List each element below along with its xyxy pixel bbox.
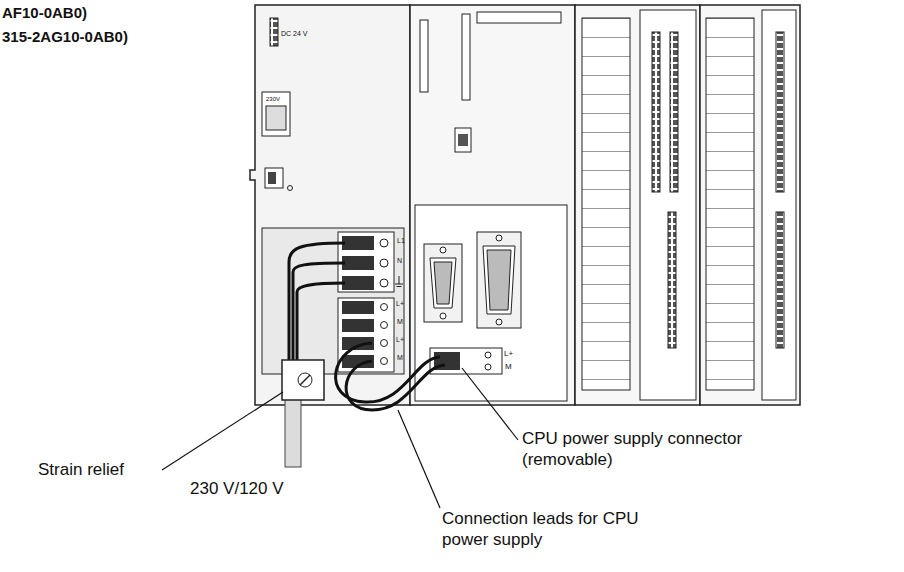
terminal-name: L+ bbox=[396, 336, 404, 345]
terminal-name: L+ bbox=[396, 300, 404, 309]
cpu-module bbox=[336, 5, 575, 410]
callout-label: Strain relief bbox=[38, 459, 124, 480]
voltage-marking: DC 24 V bbox=[281, 30, 307, 39]
callout-label: Connection leads for CPU power supply bbox=[442, 508, 657, 551]
terminal-name: M bbox=[505, 362, 512, 372]
leader-lines bbox=[162, 368, 518, 508]
terminal-name: L+ bbox=[504, 349, 513, 359]
terminal-name: N bbox=[397, 257, 402, 266]
callout-label: 230 V/120 V bbox=[190, 478, 284, 499]
terminal-name: L1 bbox=[397, 237, 405, 246]
part-number: AF10-0AB0) bbox=[2, 4, 87, 23]
callout-label: CPU power supply connector (removable) bbox=[522, 428, 767, 471]
signal-modules bbox=[575, 5, 800, 405]
selector-marking: 230V bbox=[266, 96, 280, 104]
part-number: 315-2AG10-0AB0) bbox=[2, 28, 128, 47]
terminal-name: M bbox=[397, 318, 403, 327]
terminal-name: M bbox=[397, 354, 403, 363]
